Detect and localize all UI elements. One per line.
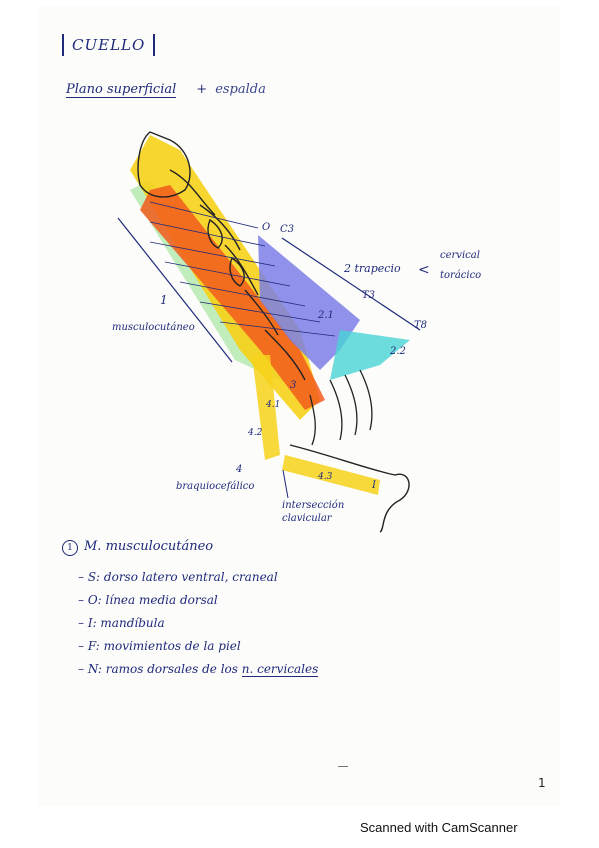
subtitle-main: Plano superficial [66, 82, 177, 98]
section-heading: 1 M. musculocutáneo [62, 539, 213, 556]
figure-label-t3: T3 [362, 290, 376, 301]
figure-label-interseccion: intersección [282, 500, 345, 511]
bracket-line-2 [281, 237, 421, 331]
cyan-trapezius-region [330, 330, 410, 380]
figure-label-4: 4 [236, 464, 243, 475]
figure-label-musculocutaneo: musculocutáneo [112, 322, 195, 333]
rib-outlines [309, 369, 373, 446]
page-title: CUELLO [62, 34, 156, 56]
figure-label-4-2: 4.2 [248, 428, 263, 438]
skull-outline [137, 131, 191, 198]
figure-label-braquiocefalico: braquiocefálico [176, 481, 255, 492]
orange-muscle-region [140, 185, 325, 410]
list-item: S: dorso latero ventral, craneal [78, 566, 318, 589]
subtitle: Plano superficial + espalda [66, 82, 266, 98]
list-item-text: N: ramos dorsales de los [87, 662, 238, 676]
section-heading-text: M. musculocutáneo [84, 539, 214, 554]
stray-mark [338, 766, 348, 767]
subtitle-extra: espalda [215, 82, 266, 97]
section-list: S: dorso latero ventral, craneal O: líne… [78, 566, 319, 681]
subtitle-plus: + [196, 82, 208, 97]
list-item: I: mandíbula [78, 612, 318, 635]
figure-label-trapecio: 2 trapecio [344, 262, 401, 275]
figure-label-2-2: 2.2 [390, 346, 406, 357]
figure-label-cervical: cervical [440, 250, 480, 261]
figure-label-toracico: torácico [440, 270, 482, 281]
figure-label-t8: T8 [414, 320, 428, 331]
brace-symbol: < [418, 262, 430, 278]
bracket-line-1 [117, 217, 233, 363]
figure-label-4-1: 4.1 [266, 400, 281, 410]
list-item: F: movimientos de la piel [78, 635, 318, 658]
scanner-watermark: Scanned with CamScanner [360, 820, 518, 835]
vertebrae-chain [169, 169, 306, 381]
list-item: O: línea media dorsal [78, 589, 318, 612]
figure-label-3: 3 [290, 380, 297, 391]
figure-label-4-3: 4.3 [318, 472, 333, 482]
figure-label-o: O [262, 222, 271, 233]
section-number: 1 [62, 540, 78, 556]
intersection-arrow [282, 469, 289, 499]
yellow-limb-strip [252, 355, 280, 460]
figure-label-i: I [372, 480, 376, 491]
page-number: 1 [538, 776, 546, 790]
figure-label-c3: C3 [280, 224, 295, 235]
humerus-outline [289, 444, 410, 533]
figure-label-1: 1 [160, 293, 168, 307]
figure-label-2-1: 2.1 [318, 310, 334, 321]
underlined-term: n. cervicales [241, 662, 319, 677]
yellow-limb-strip-2 [282, 455, 380, 495]
figure-label-clavicular: clavicular [282, 513, 332, 524]
hatching-lines [149, 201, 336, 337]
list-item: N: ramos dorsales de los n. cervicales [78, 658, 319, 681]
